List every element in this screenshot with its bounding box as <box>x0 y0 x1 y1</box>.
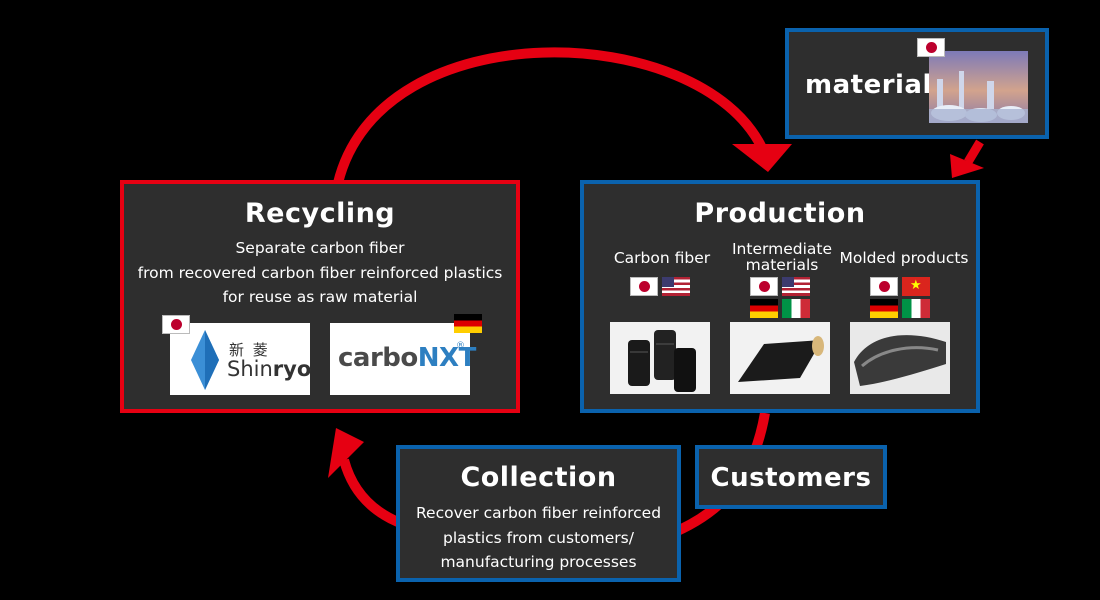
registered-mark: ® <box>456 341 465 351</box>
flag-italy-icon <box>782 299 810 318</box>
flag-vietnam-icon: ★ <box>902 277 930 296</box>
factory-photo <box>929 51 1028 123</box>
flag-japan-icon <box>630 277 658 296</box>
arrowhead-production <box>732 144 792 172</box>
shinryo-name-bold: ryo <box>272 357 312 381</box>
arrow-recycling-to-production <box>333 47 767 185</box>
carbonxt-logo: carboNXT ® <box>330 323 476 395</box>
carbonxt-name-a: carbo <box>338 343 418 373</box>
production-title: Production <box>694 198 866 229</box>
flag-germany-icon <box>870 299 898 318</box>
shinryo-name-light: Shin <box>227 357 273 381</box>
flag-italy-icon <box>902 299 930 318</box>
production-column-label: Intermediate materials <box>731 240 832 274</box>
recycling-description-line: for reuse as raw material <box>222 288 418 306</box>
flag-germany-icon <box>454 314 482 333</box>
flag-germany-icon <box>750 299 778 318</box>
recycling-description-line: Separate carbon fiber <box>235 239 405 257</box>
recycling-description: Separate carbon fiber from recovered car… <box>124 236 516 310</box>
molded-part-image <box>850 322 950 394</box>
prepreg-roll-image <box>730 322 830 394</box>
production-column-label: Carbon fiber <box>613 249 711 267</box>
recycling-title: Recycling <box>244 198 396 229</box>
material-label: material <box>805 70 932 100</box>
shinryo-name: Shinryo <box>227 357 311 381</box>
shinryo-diamond-icon <box>191 330 219 390</box>
flag-japan-icon <box>917 38 945 57</box>
arrowhead-recycling <box>328 428 364 478</box>
flag-japan-icon <box>870 277 898 296</box>
collection-description: Recover carbon fiber reinforced plastics… <box>400 501 677 575</box>
arrow-collection-to-recycling <box>339 458 401 527</box>
collection-description-line: manufacturing processes <box>440 553 637 571</box>
carbon-fiber-spools-image <box>610 322 710 394</box>
arrow-material-to-production <box>964 139 984 165</box>
shinryo-logo: 新 菱 Shinryo <box>170 323 311 395</box>
recycling-box: Recycling Separate carbon fiber from rec… <box>120 180 520 413</box>
customers-box: Customers <box>695 445 887 509</box>
recycling-description-line: from recovered carbon fiber reinforced p… <box>137 263 503 282</box>
flag-usa-icon <box>662 277 690 296</box>
arrowhead-material <box>950 154 984 178</box>
customers-label: Customers <box>710 463 872 493</box>
production-box: Production Carbon fiber Intermediate mat… <box>580 180 980 413</box>
shinryo-kanji: 新 菱 <box>229 341 270 359</box>
production-column-label: Molded products <box>839 249 969 267</box>
collection-description-line: plastics from customers/ <box>443 528 634 547</box>
carbonxt-name-b: NXT <box>417 343 477 373</box>
flag-japan-icon <box>162 315 190 334</box>
collection-title: Collection <box>460 462 617 493</box>
flag-japan-icon <box>750 277 778 296</box>
collection-box: Collection Recover carbon fiber reinforc… <box>396 445 681 582</box>
flag-usa-icon <box>782 277 810 296</box>
carbonxt-name: carboNXT <box>338 343 476 373</box>
collection-description-line: Recover carbon fiber reinforced <box>415 504 662 522</box>
